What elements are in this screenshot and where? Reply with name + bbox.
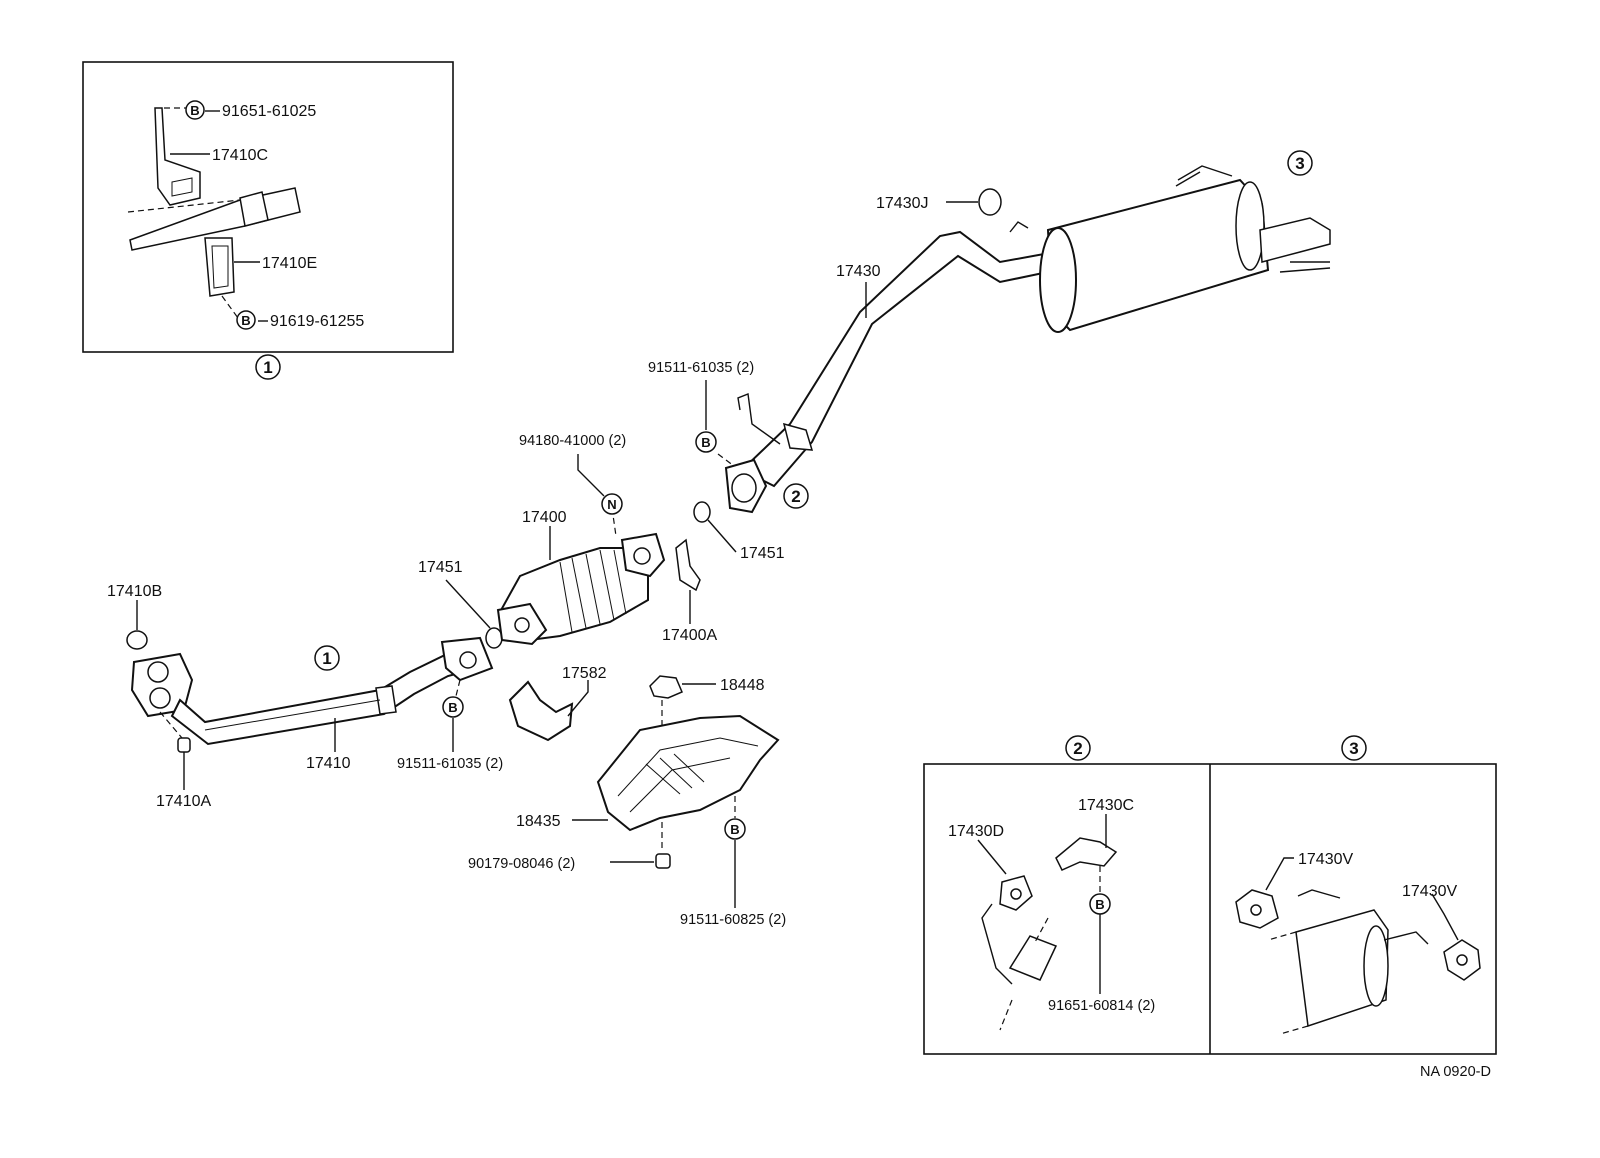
inset-3-content: [1235, 857, 1481, 1035]
front-pipe-17410: [126, 630, 494, 753]
muffler-assembly: [1009, 165, 1331, 333]
bolt-marker: B: [190, 103, 199, 118]
callout-1-pipe: 1: [322, 649, 331, 668]
part-label-91511-60825: 91511-60825 (2): [680, 912, 786, 928]
part-label-91511-61035-a: 91511-61035 (2): [397, 756, 503, 772]
inset-2-content: B: [977, 814, 1118, 1031]
part-label-91651-60814: 91651-60814 (2): [1048, 998, 1155, 1014]
callout-2-pipe: 2: [791, 487, 800, 506]
callout-3: 3: [1349, 739, 1358, 758]
part-label-94180-41000: 94180-41000 (2): [519, 433, 626, 449]
part-label-17430J: 17430J: [876, 195, 929, 212]
heat-insulator-18435: [596, 714, 780, 852]
callout-2: 2: [1073, 739, 1082, 758]
part-label-90179-08046: 90179-08046 (2): [468, 856, 575, 872]
part-label-17410: 17410: [306, 755, 351, 772]
bolt-marker: B: [241, 313, 250, 328]
part-label-17582: 17582: [562, 665, 607, 682]
bolt-marker: B: [730, 822, 739, 837]
tail-pipe-17430: [717, 230, 1050, 514]
inset-detail-2-3: [923, 763, 1497, 1055]
part-label-17410E: 17410E: [262, 255, 317, 272]
part-label-91511-61035-b: 91511-61035 (2): [648, 360, 754, 376]
part-label-18435: 18435: [516, 813, 561, 830]
part-label-17430C: 17430C: [1078, 797, 1134, 814]
bolt-marker: B: [1095, 897, 1104, 912]
part-label-91651-61025: 91651-61025: [222, 103, 316, 120]
part-label-17410B: 17410B: [107, 583, 162, 600]
drawing-code: NA 0920-D: [1420, 1064, 1491, 1080]
nut-marker: N: [607, 497, 616, 512]
part-label-17451-rear: 17451: [740, 545, 785, 562]
part-label-17410A: 17410A: [156, 793, 211, 810]
callout-1: 1: [263, 358, 272, 377]
part-label-17410C: 17410C: [212, 147, 268, 164]
inset-detail-1: B B 91651-61025 17410C 17410E 91619-6125…: [82, 61, 454, 353]
part-label-17451-front: 17451: [418, 559, 463, 576]
catalytic-converter-17400: [496, 507, 666, 646]
callout-3-muffler: 3: [1295, 154, 1304, 173]
part-label-17430: 17430: [836, 263, 881, 280]
part-label-91619-61255: 91619-61255: [270, 313, 364, 330]
part-label-17430D: 17430D: [948, 823, 1004, 840]
part-label-17400A: 17400A: [662, 627, 717, 644]
part-label-17430V-left: 17430V: [1298, 851, 1353, 868]
part-label-18448: 18448: [720, 677, 765, 694]
bolt-marker: B: [701, 435, 710, 450]
bolt-marker: B: [448, 700, 457, 715]
part-label-17400: 17400: [522, 509, 567, 526]
part-label-17430V-right: 17430V: [1402, 883, 1457, 900]
